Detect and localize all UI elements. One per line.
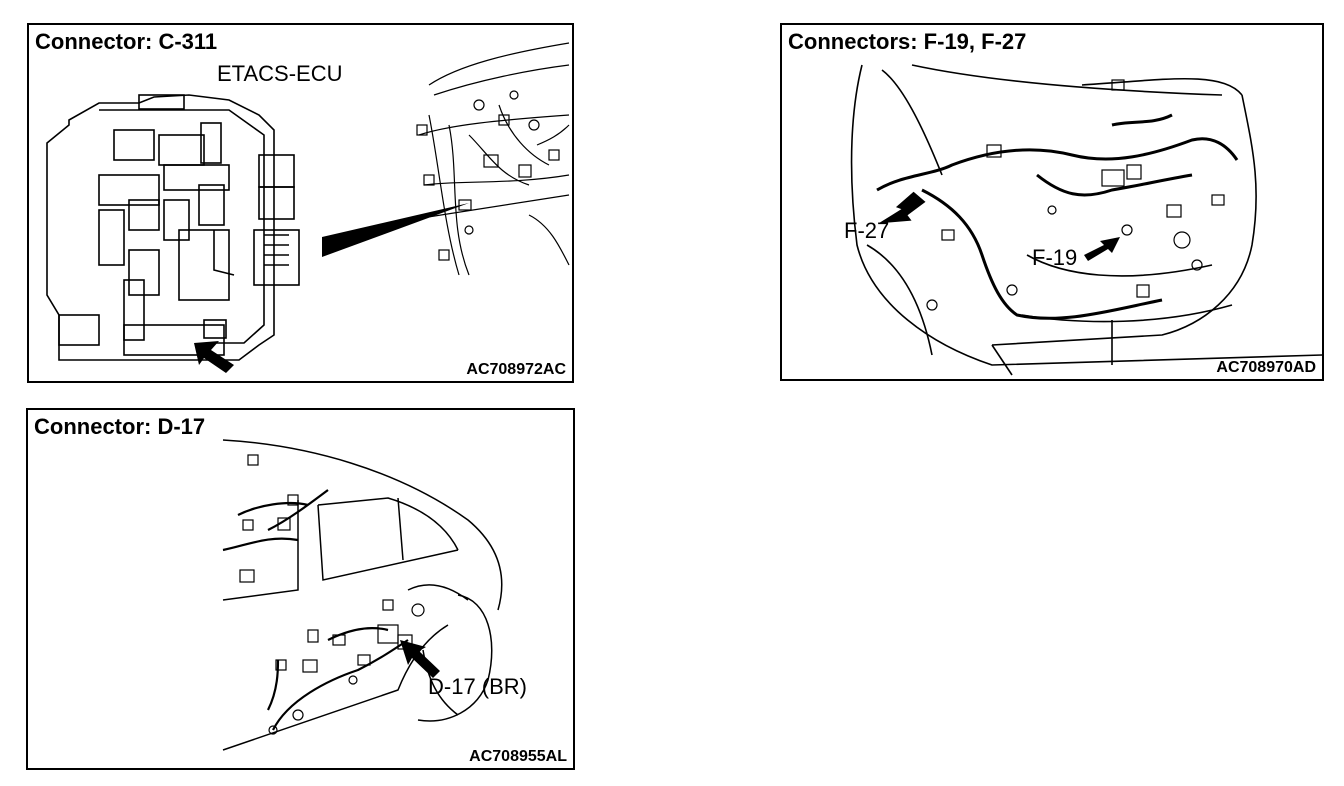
panel-title: Connector: D-17	[34, 414, 206, 439]
door-harness-illustration	[222, 439, 503, 751]
callout-f19: F-19	[1032, 245, 1078, 270]
figure-code: AC708955AL	[469, 748, 567, 765]
component-label: ETACS-ECU	[217, 61, 343, 86]
panel-title: Connector: C-311	[35, 29, 218, 54]
trunk-harness-illustration	[850, 64, 1322, 376]
callout-d17: D-17 (BR)	[428, 674, 528, 699]
callout-f27: F-27	[844, 218, 890, 243]
etacs-ecu-illustration	[46, 42, 570, 373]
panel-title: Connectors: F-19, F-27	[788, 29, 1027, 54]
diagram-panel-f19-f27: Connectors: F-19, F-27 F-27 F-19	[780, 23, 1324, 381]
figure-code: AC708972AC	[466, 361, 566, 378]
diagram-panel-c311: Connector: C-311 ETACS-ECU	[27, 23, 574, 383]
figure-code: AC708970AD	[1216, 359, 1316, 376]
diagram-panel-d17: Connector: D-17 D-17 (BR)	[26, 408, 575, 770]
